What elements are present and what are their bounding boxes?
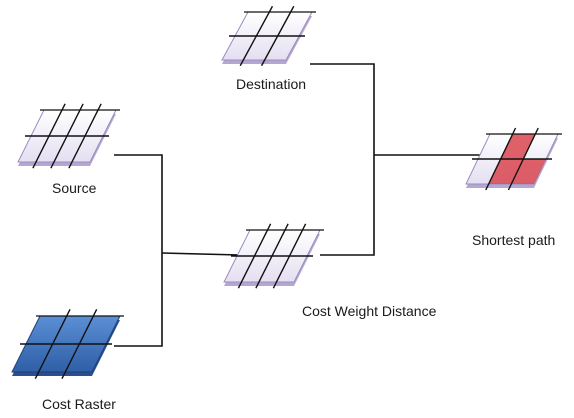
shortest-path-cell xyxy=(500,134,536,159)
shortest-path-cell xyxy=(511,159,546,184)
destination-raster-icon xyxy=(221,5,316,67)
shortest-path-raster-icon xyxy=(465,127,562,191)
destination-label: Destination xyxy=(236,76,307,92)
shortest-path-cell xyxy=(488,159,524,184)
inputs-to-cost-distance-connector xyxy=(161,252,241,256)
shortest-path-label: Shortest path xyxy=(472,232,556,248)
cost-weight-distance-raster-icon xyxy=(223,223,324,289)
cost-raster-connector xyxy=(114,253,163,347)
source-label: Source xyxy=(52,180,97,196)
source-connector xyxy=(114,154,163,253)
source-raster-icon xyxy=(17,103,120,169)
cost-raster-label: Cost Raster xyxy=(42,396,116,412)
destination-connector xyxy=(310,63,375,155)
cost-distance-connector xyxy=(320,155,375,256)
connector-lines xyxy=(114,63,486,347)
cost-raster-icon xyxy=(11,308,124,380)
cost-weight-distance-label: Cost Weight Distance xyxy=(302,303,437,319)
